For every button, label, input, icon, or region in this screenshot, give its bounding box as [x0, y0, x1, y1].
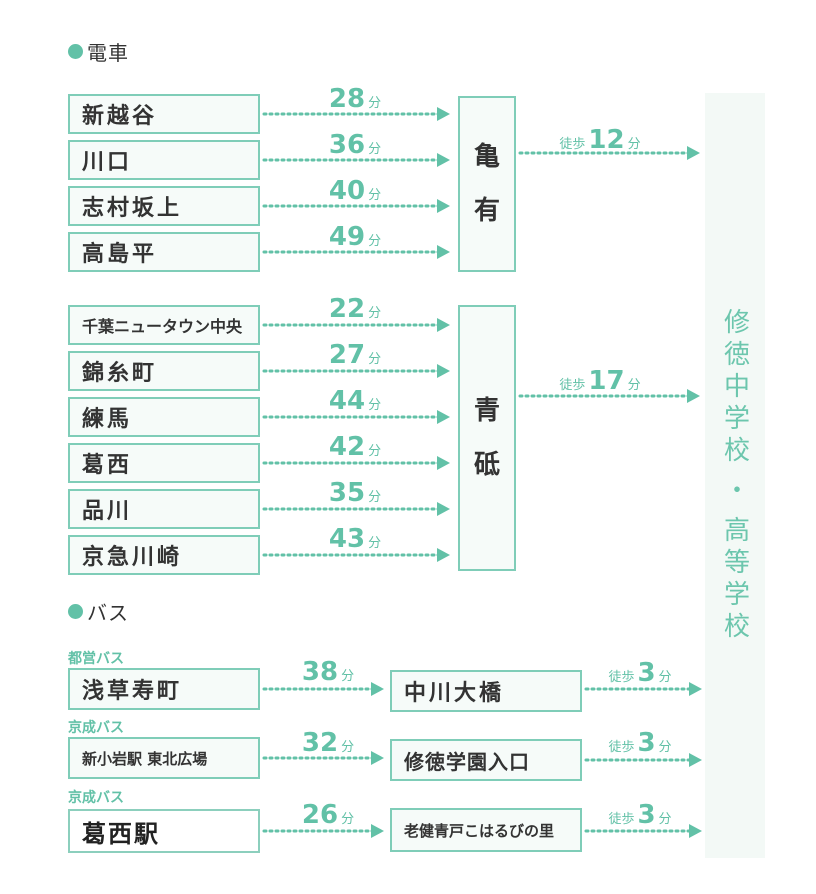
dotted-arrow-icon: [262, 824, 384, 838]
dotted-arrow-icon: [262, 548, 450, 562]
dotted-arrow-icon: [262, 751, 384, 765]
bus-origin-box: 新小岩駅 東北広場: [68, 737, 260, 779]
dotted-arrow-icon: [262, 456, 450, 470]
station-box: 練馬: [68, 397, 260, 437]
dotted-arrow-icon: [262, 410, 450, 424]
station-box: 葛西: [68, 443, 260, 483]
dotted-arrow-icon: [262, 153, 450, 167]
station-name: 川口: [82, 150, 133, 175]
bus-origin-name: 浅草寿町: [82, 679, 183, 704]
station-box: 川口: [68, 140, 260, 180]
station-box: 京急川崎: [68, 535, 260, 575]
bullet-dot-icon: [68, 604, 83, 619]
hub-station-aoto: 青 砥: [458, 305, 516, 571]
station-name: 葛西: [82, 453, 133, 478]
station-name: 高島平: [82, 242, 158, 267]
dotted-arrow-icon: [262, 318, 450, 332]
station-name: 練馬: [82, 407, 133, 432]
station-name: 志村坂上: [82, 196, 183, 221]
dotted-arrow-icon: [518, 389, 700, 403]
station-box: 志村坂上: [68, 186, 260, 226]
dotted-arrow-icon: [584, 682, 702, 696]
dotted-arrow-icon: [584, 753, 702, 767]
hub-char: 亀: [473, 142, 500, 172]
bus-origin-box: 浅草寿町: [68, 668, 260, 710]
station-box: 新越谷: [68, 94, 260, 134]
station-name: 品川: [82, 499, 133, 524]
bus-heading-label: バス: [87, 601, 129, 625]
bus-origin-name: 葛西駅: [82, 819, 160, 848]
station-name: 京急川崎: [82, 545, 183, 570]
hub-char: 青: [473, 396, 500, 426]
dotted-arrow-icon: [262, 199, 450, 213]
station-box: 錦糸町: [68, 351, 260, 391]
bus-origin-name: 新小岩駅 東北広場: [82, 749, 208, 768]
dotted-arrow-icon: [262, 364, 450, 378]
dotted-arrow-icon: [262, 245, 450, 259]
bus-stop-name: 中川大橋: [404, 681, 505, 706]
dotted-arrow-icon: [262, 502, 450, 516]
bus-company: 都営バス: [68, 651, 124, 667]
dotted-arrow-icon: [262, 107, 450, 121]
bus-stop-name: 老健青戸こはるびの里: [404, 821, 555, 840]
station-name: 千葉ニュータウン中央: [82, 317, 243, 336]
hub-char: 有: [473, 196, 500, 226]
station-box: 高島平: [68, 232, 260, 272]
bus-company: 京成バス: [68, 720, 124, 736]
school-name-senior: 高等学校: [719, 515, 750, 644]
dotted-arrow-icon: [262, 682, 384, 696]
bus-stop-box: 老健青戸こはるびの里: [390, 808, 582, 852]
train-heading: 電車: [68, 37, 129, 66]
station-box: 品川: [68, 489, 260, 529]
dotted-arrow-icon: [518, 146, 700, 160]
station-name: 錦糸町: [82, 361, 158, 386]
bus-stop-name: 修徳学園入口: [404, 749, 530, 774]
school-name-junior: 修徳中学校: [719, 307, 750, 468]
train-heading-label: 電車: [87, 41, 129, 65]
bus-heading: バス: [68, 597, 129, 626]
school-name-separator: ・: [719, 475, 750, 508]
bus-stop-box: 修徳学園入口: [390, 739, 582, 781]
dotted-arrow-icon: [584, 824, 702, 838]
station-box: 千葉ニュータウン中央: [68, 305, 260, 345]
bus-origin-box: 葛西駅: [68, 809, 260, 853]
bus-stop-box: 中川大橋: [390, 670, 582, 712]
hub-char: 砥: [473, 450, 500, 480]
school-destination: 修徳中学校 ・ 高等学校: [705, 93, 765, 858]
station-name: 新越谷: [82, 104, 158, 129]
bullet-dot-icon: [68, 44, 83, 59]
bus-company: 京成バス: [68, 790, 124, 806]
hub-station-kameari: 亀 有: [458, 96, 516, 272]
